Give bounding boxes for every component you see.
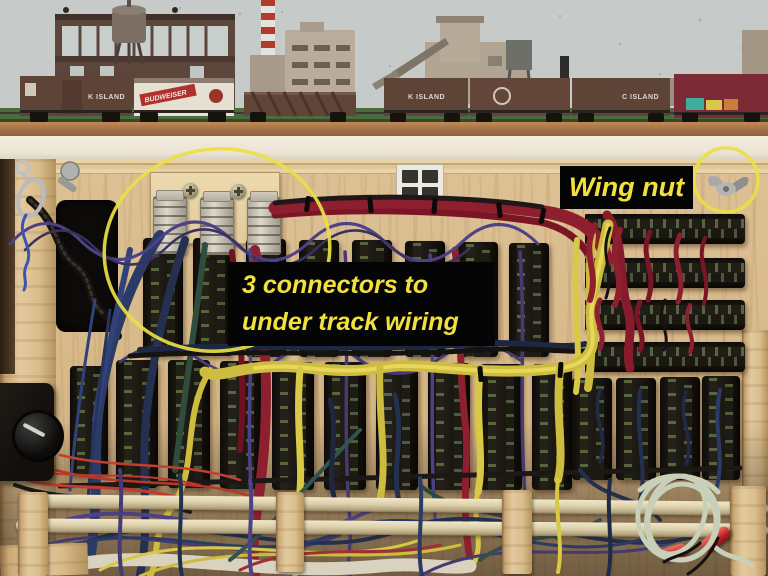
wing-nut-annotation-text: Wing nut xyxy=(568,172,685,202)
barrier-strip xyxy=(583,300,745,330)
throttle-knob xyxy=(12,410,64,462)
terminal-strip xyxy=(193,238,233,356)
hopper-car xyxy=(674,74,768,118)
wing-nut-annotation: Wing nut xyxy=(560,166,693,209)
track-wiring-connector xyxy=(153,196,187,254)
terminal-strip xyxy=(616,378,656,480)
terminal-strip xyxy=(572,378,612,480)
barrier-strip xyxy=(583,258,745,288)
layout-fascia-board xyxy=(0,122,768,136)
terminal-strip xyxy=(428,363,470,490)
barrier-strip xyxy=(583,342,745,372)
terminal-strip xyxy=(143,238,183,356)
terminal-strip xyxy=(532,364,572,490)
barrier-strip xyxy=(583,214,745,244)
connectors-annotation-line2: under track wiring xyxy=(242,308,459,336)
terminal-strip xyxy=(116,360,158,488)
terminal-strip xyxy=(220,361,262,489)
dowel-bracket xyxy=(502,490,532,574)
connector-cap xyxy=(156,190,184,201)
train-wheels xyxy=(30,112,760,122)
connector-cap xyxy=(203,191,231,202)
terminal-strip xyxy=(480,364,522,490)
terminal-strip xyxy=(376,363,418,490)
boxcar2-label: K ISLAND xyxy=(408,94,445,101)
mount-screw xyxy=(183,183,198,198)
boxcar3-label: C ISLAND xyxy=(622,94,659,101)
terminal-strip xyxy=(509,243,549,357)
boxcar1-label: K ISLAND xyxy=(88,94,125,101)
label-slot xyxy=(402,170,418,183)
left-frame-shadow xyxy=(0,159,15,374)
boxcar xyxy=(470,78,570,116)
terminal-strip xyxy=(660,377,700,480)
terminal-strip xyxy=(70,366,108,476)
dowel-bracket xyxy=(276,492,304,572)
dowel-bracket xyxy=(730,486,766,576)
track-wiring-connector xyxy=(247,197,281,255)
terminal-strip xyxy=(272,362,314,490)
terminal-strip xyxy=(324,362,366,490)
label-slot xyxy=(402,187,418,200)
terminal-strip xyxy=(702,376,740,480)
water-tower xyxy=(112,0,146,65)
track-wiring-connector xyxy=(200,197,234,255)
terminal-strip xyxy=(168,360,210,488)
layout-scenery-backdrop: K ISLAND BUDWEISER K ISLAND C ISLAND xyxy=(0,0,768,136)
boxcar xyxy=(572,78,670,116)
shelf-edge-board xyxy=(0,136,768,161)
freight-train: K ISLAND BUDWEISER K ISLAND C ISLAND xyxy=(20,74,768,122)
boxcar xyxy=(384,78,468,116)
striped-smokestack xyxy=(261,0,275,62)
mount-screw xyxy=(231,184,246,199)
connector-cap xyxy=(250,191,278,202)
connectors-annotation: 3 connectors to under track wiring xyxy=(228,262,495,346)
label-slot xyxy=(422,170,438,183)
panel-cutout-opening xyxy=(56,200,118,332)
dowel-bracket xyxy=(18,492,48,576)
connectors-annotation-line1: 3 connectors to xyxy=(242,271,429,299)
